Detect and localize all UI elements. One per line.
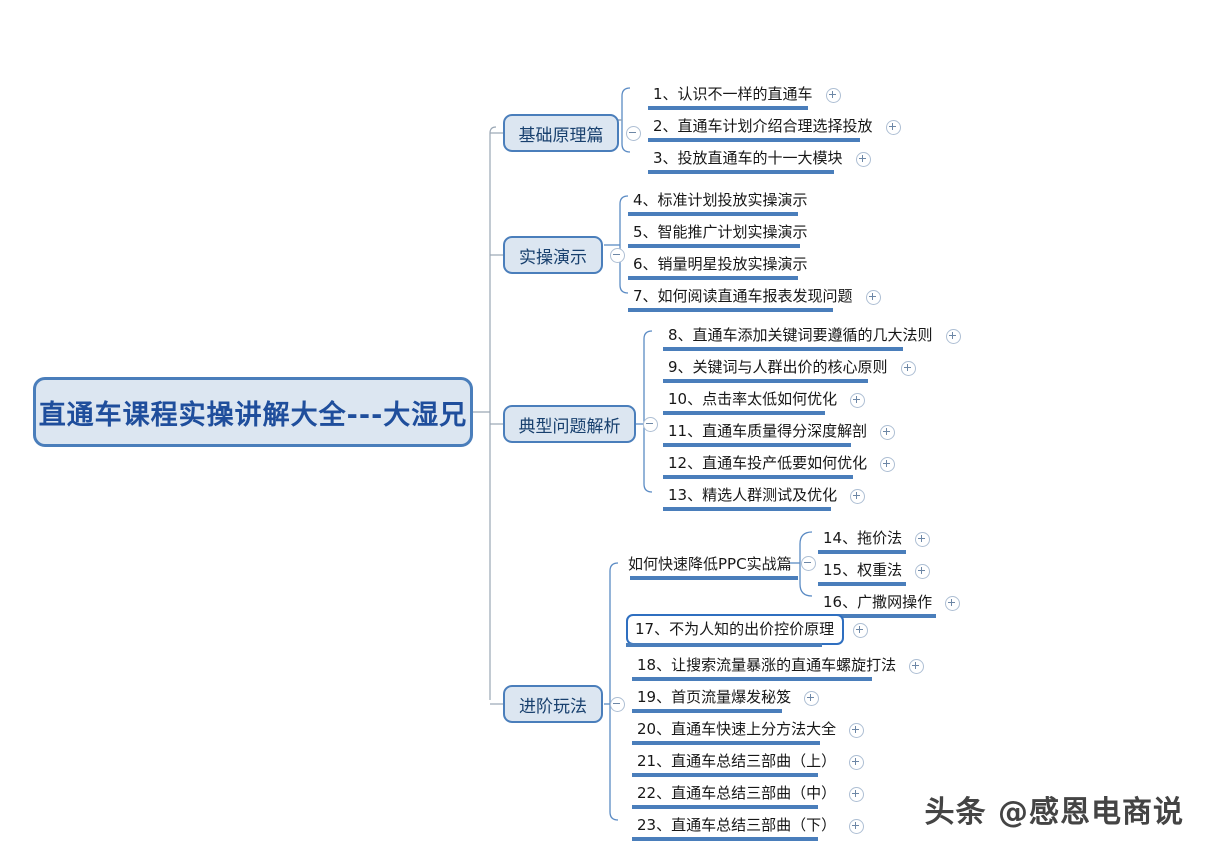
branch-node-practical-demo[interactable]: 实操演示 <box>503 236 603 274</box>
branch-label: 进阶玩法 <box>519 696 587 717</box>
list-item[interactable]: 5、智能推广计划实操演示 <box>628 215 812 248</box>
expand-icon[interactable] <box>849 787 865 802</box>
list-item[interactable]: 7、如何阅读直通车报表发现问题 <box>628 279 881 312</box>
expand-icon[interactable] <box>909 659 925 674</box>
subbranch-label: 如何快速降低PPC实战篇 <box>628 554 792 573</box>
branch-node-advanced-play[interactable]: 进阶玩法 <box>503 685 603 723</box>
branch-node-basic-principles[interactable]: 基础原理篇 <box>503 114 619 152</box>
expand-icon[interactable] <box>849 723 865 738</box>
list-item-label: 8、直通车添加关键词要遵循的几大法则 <box>668 326 933 344</box>
expand-icon[interactable] <box>900 361 916 376</box>
list-item-label: 15、权重法 <box>823 561 903 579</box>
list-item-label: 10、点击率太低如何优化 <box>668 390 838 408</box>
list-item[interactable]: 8、直通车添加关键词要遵循的几大法则 <box>663 318 961 351</box>
list-item-label: 2、直通车计划介绍合理选择投放 <box>653 117 873 135</box>
collapse-icon[interactable] <box>800 555 816 571</box>
list-item-label: 18、让搜索流量暴涨的直通车螺旋打法 <box>637 656 897 674</box>
collapse-icon[interactable] <box>610 697 625 712</box>
expand-icon[interactable] <box>825 88 841 103</box>
list-item-label: 22、直通车总结三部曲（中） <box>637 784 837 802</box>
list-item[interactable]: 19、首页流量爆发秘笈 <box>632 680 820 713</box>
expand-icon[interactable] <box>850 393 866 408</box>
list-item-label: 14、拖价法 <box>823 529 903 547</box>
list-item[interactable]: 15、权重法 <box>818 553 931 586</box>
list-item[interactable]: 6、销量明星投放实操演示 <box>628 247 812 280</box>
root-label: 直通车课程实操讲解大全---大湿兄 <box>38 399 468 431</box>
list-item-selected[interactable]: 17、不为人知的出价控价原理 <box>626 612 869 647</box>
list-item-label: 11、直通车质量得分深度解剖 <box>668 422 868 440</box>
branch-label: 实操演示 <box>519 247 587 268</box>
branch-node-typical-issues[interactable]: 典型问题解析 <box>503 405 636 443</box>
list-item[interactable]: 12、直通车投产低要如何优化 <box>663 446 896 479</box>
list-item-label: 12、直通车投产低要如何优化 <box>668 454 868 472</box>
list-item-label: 23、直通车总结三部曲（下） <box>637 816 837 834</box>
subbranch-node-reduce-ppc[interactable]: 如何快速降低PPC实战篇 <box>628 550 816 576</box>
list-item[interactable]: 2、直通车计划介绍合理选择投放 <box>648 109 901 142</box>
subbranch-underline <box>630 576 798 580</box>
list-item[interactable]: 14、拖价法 <box>818 521 931 554</box>
list-item[interactable]: 13、精选人群测试及优化 <box>663 478 866 511</box>
expand-icon[interactable] <box>915 532 931 547</box>
list-item-label: 3、投放直通车的十一大模块 <box>653 149 843 167</box>
expand-icon[interactable] <box>855 152 871 167</box>
expand-icon[interactable] <box>945 596 961 611</box>
expand-icon[interactable] <box>849 755 865 770</box>
list-item-label: 1、认识不一样的直通车 <box>653 85 813 103</box>
list-item[interactable]: 23、直通车总结三部曲（下） <box>632 808 865 841</box>
list-item-label: 21、直通车总结三部曲（上） <box>637 752 837 770</box>
expand-icon[interactable] <box>865 290 881 305</box>
root-node[interactable]: 直通车课程实操讲解大全---大湿兄 <box>33 377 473 447</box>
list-item-label: 4、标准计划投放实操演示 <box>633 191 808 209</box>
list-item[interactable]: 3、投放直通车的十一大模块 <box>648 141 871 174</box>
branch-label: 典型问题解析 <box>518 416 621 437</box>
list-item[interactable]: 20、直通车快速上分方法大全 <box>632 712 865 745</box>
list-item-label: 7、如何阅读直通车报表发现问题 <box>633 287 853 305</box>
watermark: 头条 @感恩电商说 <box>924 795 1184 830</box>
expand-icon[interactable] <box>850 489 866 504</box>
expand-icon[interactable] <box>849 819 865 834</box>
list-item-label: 13、精选人群测试及优化 <box>668 486 838 504</box>
list-item[interactable]: 4、标准计划投放实操演示 <box>628 183 812 216</box>
list-item[interactable]: 10、点击率太低如何优化 <box>663 382 866 415</box>
list-item-label: 5、智能推广计划实操演示 <box>633 223 808 241</box>
expand-icon[interactable] <box>945 329 961 344</box>
expand-icon[interactable] <box>804 691 820 706</box>
list-item[interactable]: 18、让搜索流量暴涨的直通车螺旋打法 <box>632 648 925 681</box>
list-item-label: 6、销量明星投放实操演示 <box>633 255 808 273</box>
expand-icon[interactable] <box>853 623 869 638</box>
list-item[interactable]: 21、直通车总结三部曲（上） <box>632 744 865 777</box>
branch-label: 基础原理篇 <box>518 125 604 146</box>
collapse-icon[interactable] <box>610 248 625 263</box>
collapse-icon[interactable] <box>643 417 658 432</box>
list-item-label: 19、首页流量爆发秘笈 <box>637 688 792 706</box>
list-item-label: 16、广撒网操作 <box>823 593 933 611</box>
expand-icon[interactable] <box>880 457 896 472</box>
list-item-label: 20、直通车快速上分方法大全 <box>637 720 837 738</box>
list-item[interactable]: 16、广撒网操作 <box>818 585 961 618</box>
expand-icon[interactable] <box>915 564 931 579</box>
list-item[interactable]: 11、直通车质量得分深度解剖 <box>663 414 896 447</box>
list-item-label: 17、不为人知的出价控价原理 <box>626 614 845 645</box>
list-item[interactable]: 1、认识不一样的直通车 <box>648 77 841 110</box>
expand-icon[interactable] <box>885 120 901 135</box>
list-item-label: 9、关键词与人群出价的核心原则 <box>668 358 888 376</box>
list-item[interactable]: 22、直通车总结三部曲（中） <box>632 776 865 809</box>
list-item[interactable]: 9、关键词与人群出价的核心原则 <box>663 350 916 383</box>
collapse-icon[interactable] <box>626 126 641 141</box>
expand-icon[interactable] <box>880 425 896 440</box>
